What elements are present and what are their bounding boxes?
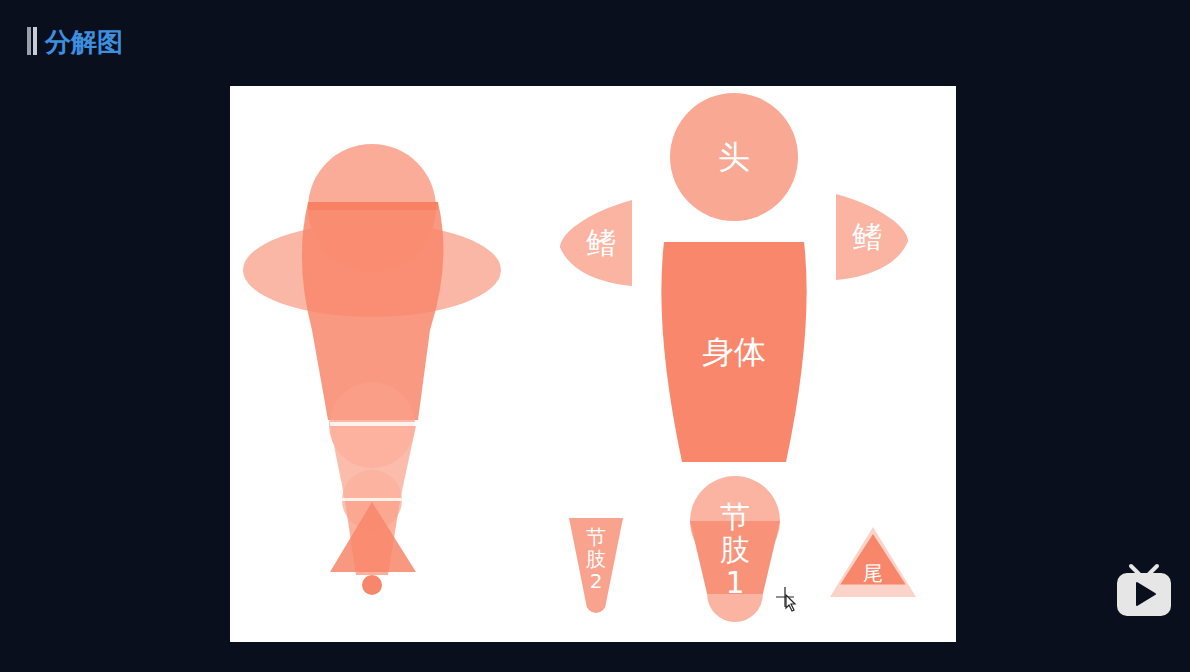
logo-play <box>1137 583 1155 605</box>
cursor-arrow <box>786 595 795 611</box>
part-label: 鳍 <box>586 225 616 261</box>
part-shape <box>661 242 806 462</box>
white-panel <box>230 86 956 642</box>
fish-tail-tip <box>362 575 382 595</box>
logo-body <box>1117 573 1171 616</box>
part-label: 节肢2 <box>586 526 606 592</box>
part-shape <box>830 527 916 597</box>
limb-part: 节肢2 <box>569 518 623 613</box>
fish-band <box>342 498 402 501</box>
part-shape <box>560 200 632 286</box>
tail-part: 尾 <box>830 527 916 597</box>
part-label: 身体 <box>702 333 766 371</box>
fish-tail <box>330 502 416 572</box>
part-label: 头 <box>718 138 750 176</box>
limb-part: 节肢1 <box>690 476 780 622</box>
fin-part: 鳍 <box>836 194 908 280</box>
fin-part: 鳍 <box>560 200 632 286</box>
fish-body-edge <box>308 202 438 210</box>
logo-antenna <box>1131 566 1157 574</box>
title-bar-icon <box>33 27 37 55</box>
fish-band <box>330 422 416 426</box>
head-part: 头 <box>670 93 798 221</box>
body-part: 身体 <box>660 242 808 462</box>
part-shape <box>670 93 798 221</box>
title-bar-icon <box>27 27 31 55</box>
cursor-icon <box>776 587 795 611</box>
part-shape <box>836 194 908 280</box>
part-label: 尾 <box>863 561 883 585</box>
assembled-fish <box>243 144 501 595</box>
part-shape <box>569 518 623 613</box>
page-title: 分解图 <box>45 24 123 60</box>
video-logo <box>1117 566 1171 616</box>
part-label: 节肢1 <box>720 500 750 599</box>
part-label: 鳍 <box>852 219 882 255</box>
part-shape <box>840 534 905 584</box>
